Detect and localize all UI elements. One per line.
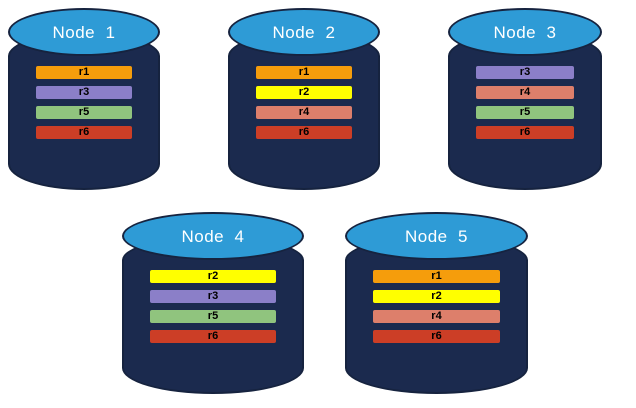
node-1-top-surface: Node 1 bbox=[8, 8, 160, 56]
node-1-replica-r6[interactable]: r6 bbox=[36, 126, 132, 139]
node-3-replica-r6[interactable]: r6 bbox=[476, 126, 574, 139]
node-4-replica-r6[interactable]: r6 bbox=[150, 330, 276, 343]
node-4-replica-r5[interactable]: r5 bbox=[150, 310, 276, 323]
node-5-replica-list: r1 r2 r4 r6 bbox=[345, 270, 528, 343]
node-2-top-surface: Node 2 bbox=[228, 8, 380, 56]
node-5-replica-r4[interactable]: r4 bbox=[373, 310, 500, 323]
node-5-replica-r1[interactable]: r1 bbox=[373, 270, 500, 283]
node-5-label: Node 5 bbox=[404, 226, 469, 246]
node-3-replica-list: r3 r4 r5 r6 bbox=[448, 66, 602, 139]
node-3-label: Node 3 bbox=[493, 22, 557, 42]
node-2-label: Node 2 bbox=[272, 22, 336, 42]
node-4-top-surface: Node 4 bbox=[122, 212, 304, 260]
node-2-replica-r2[interactable]: r2 bbox=[256, 86, 352, 99]
node-3-replica-r4[interactable]: r4 bbox=[476, 86, 574, 99]
node-5-replica-r2[interactable]: r2 bbox=[373, 290, 500, 303]
node-1-replica-r3[interactable]: r3 bbox=[36, 86, 132, 99]
node-1-replica-list: r1 r3 r5 r6 bbox=[8, 66, 160, 139]
node-4[interactable]: Node 4 r2 r3 r5 r6 bbox=[122, 212, 304, 394]
node-5-replica-r6[interactable]: r6 bbox=[373, 330, 500, 343]
node-4-replica-r3[interactable]: r3 bbox=[150, 290, 276, 303]
node-5[interactable]: Node 5 r1 r2 r4 r6 bbox=[345, 212, 528, 394]
node-1[interactable]: Node 1 r1 r3 r5 r6 bbox=[8, 8, 160, 190]
node-4-replica-list: r2 r3 r5 r6 bbox=[122, 270, 304, 343]
node-2-replica-list: r1 r2 r4 r6 bbox=[228, 66, 380, 139]
node-3-replica-r3[interactable]: r3 bbox=[476, 66, 574, 79]
node-4-label: Node 4 bbox=[181, 226, 245, 246]
node-1-replica-r5[interactable]: r5 bbox=[36, 106, 132, 119]
node-5-top-surface: Node 5 bbox=[345, 212, 528, 260]
node-1-label: Node 1 bbox=[52, 22, 116, 42]
node-3-replica-r5[interactable]: r5 bbox=[476, 106, 574, 119]
node-2-replica-r4[interactable]: r4 bbox=[256, 106, 352, 119]
node-3[interactable]: Node 3 r3 r4 r5 r6 bbox=[448, 8, 602, 190]
node-1-replica-r1[interactable]: r1 bbox=[36, 66, 132, 79]
node-2-replica-r6[interactable]: r6 bbox=[256, 126, 352, 139]
node-3-top-surface: Node 3 bbox=[448, 8, 602, 56]
node-2-replica-r1[interactable]: r1 bbox=[256, 66, 352, 79]
node-2[interactable]: Node 2 r1 r2 r4 r6 bbox=[228, 8, 380, 190]
node-4-replica-r2[interactable]: r2 bbox=[150, 270, 276, 283]
